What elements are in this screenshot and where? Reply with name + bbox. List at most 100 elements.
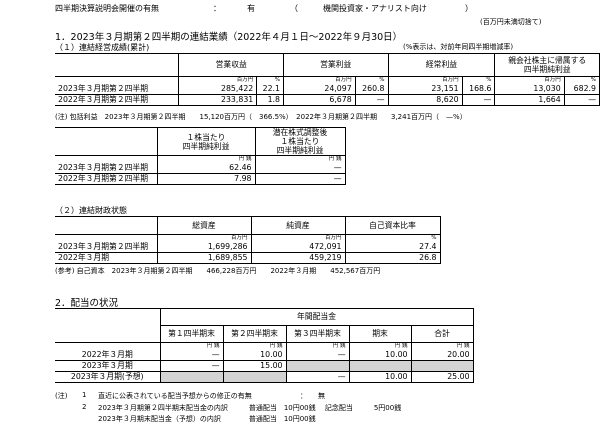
unit-yen: 百万円 <box>282 76 356 84</box>
results-subtitle: （１）連結経営成績(累計) <box>55 43 150 52</box>
unit-yen: 百万円 <box>494 76 565 84</box>
header-annual-dividend: 年間配当金 <box>159 308 474 326</box>
header-net-assets: 純資産 <box>250 216 346 235</box>
table-cell: 24,097 <box>282 84 356 95</box>
note1-index: 1 <box>82 391 87 399</box>
header-total: 合計 <box>410 325 474 343</box>
briefing-value: 有 <box>247 4 255 13</box>
note2-line1: 2023年３月期第２四半期末配当金の内訳 普通配当 10円00銭 記念配当 5円… <box>98 404 402 412</box>
unit-yen-sen: 円 銭 <box>222 342 287 350</box>
table-cell: 1,699,286 <box>156 242 252 253</box>
unit-yen-sen: 円 銭 <box>410 342 474 350</box>
row-label: 2023年３月期 <box>55 360 161 372</box>
unit-pct: % <box>563 76 600 84</box>
unit-pct: % <box>354 76 389 84</box>
section1-title: 1．2023年３月期第２四半期の連結業績（2022年４月１日～2022年９月30… <box>55 32 403 43</box>
table-cell: 27.4 <box>344 242 441 253</box>
header-net-income: 親会社株主に帰属する 四半期純利益 <box>494 53 600 77</box>
row-label: 2023年３月期(予想) <box>55 371 161 383</box>
table-cell: — <box>159 360 224 372</box>
header-q3-end: 第３四半期末 <box>285 325 350 343</box>
row-label: 2022年３月期第２四半期 <box>55 173 158 185</box>
table-cell: 285,422 <box>178 84 258 95</box>
row-label: 2023年３月期第２四半期 <box>55 163 158 174</box>
shaded-cell <box>348 360 412 372</box>
unit-yen: 百万円 <box>250 234 346 242</box>
header-operating-revenue: 営業収益 <box>178 53 284 77</box>
header-q1-end: 第１四半期末 <box>159 325 224 343</box>
row-label: 2022年３月期 <box>55 350 161 361</box>
table-cell: 15.00 <box>222 360 287 372</box>
shaded-cell <box>285 360 350 372</box>
briefing-label: 四半期決算説明会開催の有無 <box>55 4 159 13</box>
shaded-cell <box>159 371 224 383</box>
unit-yen: 百万円 <box>178 76 258 84</box>
section2-title: 2．配当の状況 <box>55 298 119 309</box>
unit-yen: 百万円 <box>156 234 252 242</box>
table-cell: — <box>254 163 346 174</box>
table-cell: 10.00 <box>348 371 412 383</box>
unit-label-cell <box>55 234 158 242</box>
table-cell: 10.00 <box>222 350 287 361</box>
table-cell: 682.9 <box>563 84 600 95</box>
paren-close: ） <box>465 4 473 13</box>
shaded-cell <box>410 360 474 372</box>
table-cell: 8,620 <box>387 94 463 106</box>
row-label: 2022年３月期第２四半期 <box>55 94 180 106</box>
unit-pct: % <box>256 76 284 84</box>
note2-line2: 2023年３月期末配当金（予想）の内訳 普通配当 10円00銭 <box>98 415 316 423</box>
row-label: 2022年３月期 <box>55 252 158 264</box>
header-year-end: 期末 <box>348 325 412 343</box>
paren-open: （ <box>290 4 298 13</box>
table-cell: — <box>563 94 600 106</box>
unit-yen-sen: 円 銭 <box>254 155 346 163</box>
note1-text: 直近に公表されている配当予想からの修正の有無 <box>98 392 252 400</box>
unit-yen-sen: 円 銭 <box>348 342 412 350</box>
unit-label-cell <box>55 155 158 163</box>
corner-cell <box>55 308 161 343</box>
table-cell: 7.98 <box>156 173 256 185</box>
unit-label-cell <box>55 342 161 350</box>
table-cell: 23,151 <box>387 84 463 95</box>
comprehensive-income-note: (注) 包括利益 2023年３月期第２四半期 15,120百万円（ 366.5%… <box>55 113 467 121</box>
header-total-assets: 総資産 <box>156 216 252 235</box>
table-cell: 6,678 <box>282 94 356 106</box>
shaded-cell <box>222 371 287 383</box>
table-cell: 1.8 <box>256 94 284 106</box>
table-cell: 1,664 <box>494 94 565 106</box>
corner-cell <box>55 127 158 156</box>
table-cell: — <box>285 371 350 383</box>
financial-position-table: 総資産 純資産 自己資本比率 百万円 百万円 % 2023年３月期第２四半期 1… <box>55 216 441 264</box>
table-cell: — <box>285 350 350 361</box>
unit-pct: % <box>461 76 496 84</box>
note2-index: 2 <box>82 403 87 411</box>
table-cell: — <box>461 94 496 106</box>
dividend-table: 年間配当金 第１四半期末 第２四半期末 第３四半期末 期末 合計 円 銭 円 銭… <box>55 308 474 383</box>
unit-yen-sen: 円 銭 <box>159 342 224 350</box>
table-cell: 1,689,855 <box>156 252 252 264</box>
briefing-colon: ： <box>213 4 221 13</box>
corner-cell <box>55 216 158 235</box>
table-cell: — <box>254 173 346 185</box>
results-pct-note: (%表示は、対前年同四半期増減率) <box>403 43 514 51</box>
header-diluted-eps: 潜在株式調整後 １株当たり 四半期純利益 <box>254 127 346 156</box>
briefing-audience: 機関投資家・アナリスト向け <box>323 4 427 13</box>
table-cell: 472,091 <box>250 242 346 253</box>
row-label: 2023年３月期第２四半期 <box>55 242 158 253</box>
results-table: 営業収益 営業利益 経常利益 親会社株主に帰属する 四半期純利益 百万円 % 百… <box>55 53 600 106</box>
unit-yen: 百万円 <box>387 76 463 84</box>
financial-position-subtitle: （２）連結財政状態 <box>55 206 127 215</box>
table-cell: 26.8 <box>344 252 441 264</box>
note1-value: 無 <box>318 392 325 400</box>
table-cell: 260.8 <box>354 84 389 95</box>
equity-capital-note: (参考) 自己資本 2023年３月期第２四半期 466,228百万円 2022年… <box>55 267 381 275</box>
table-cell: 168.6 <box>461 84 496 95</box>
table-cell: 459,219 <box>250 252 346 264</box>
eps-table: １株当たり 四半期純利益 潜在株式調整後 １株当たり 四半期純利益 円 銭 円 … <box>55 127 346 185</box>
note1-colon: ： <box>300 392 307 400</box>
table-cell: — <box>159 350 224 361</box>
rounding-note: (百万円未満切捨て) <box>480 18 542 26</box>
unit-label-cell <box>55 76 180 84</box>
table-cell: 22.1 <box>256 84 284 95</box>
table-cell: — <box>354 94 389 106</box>
